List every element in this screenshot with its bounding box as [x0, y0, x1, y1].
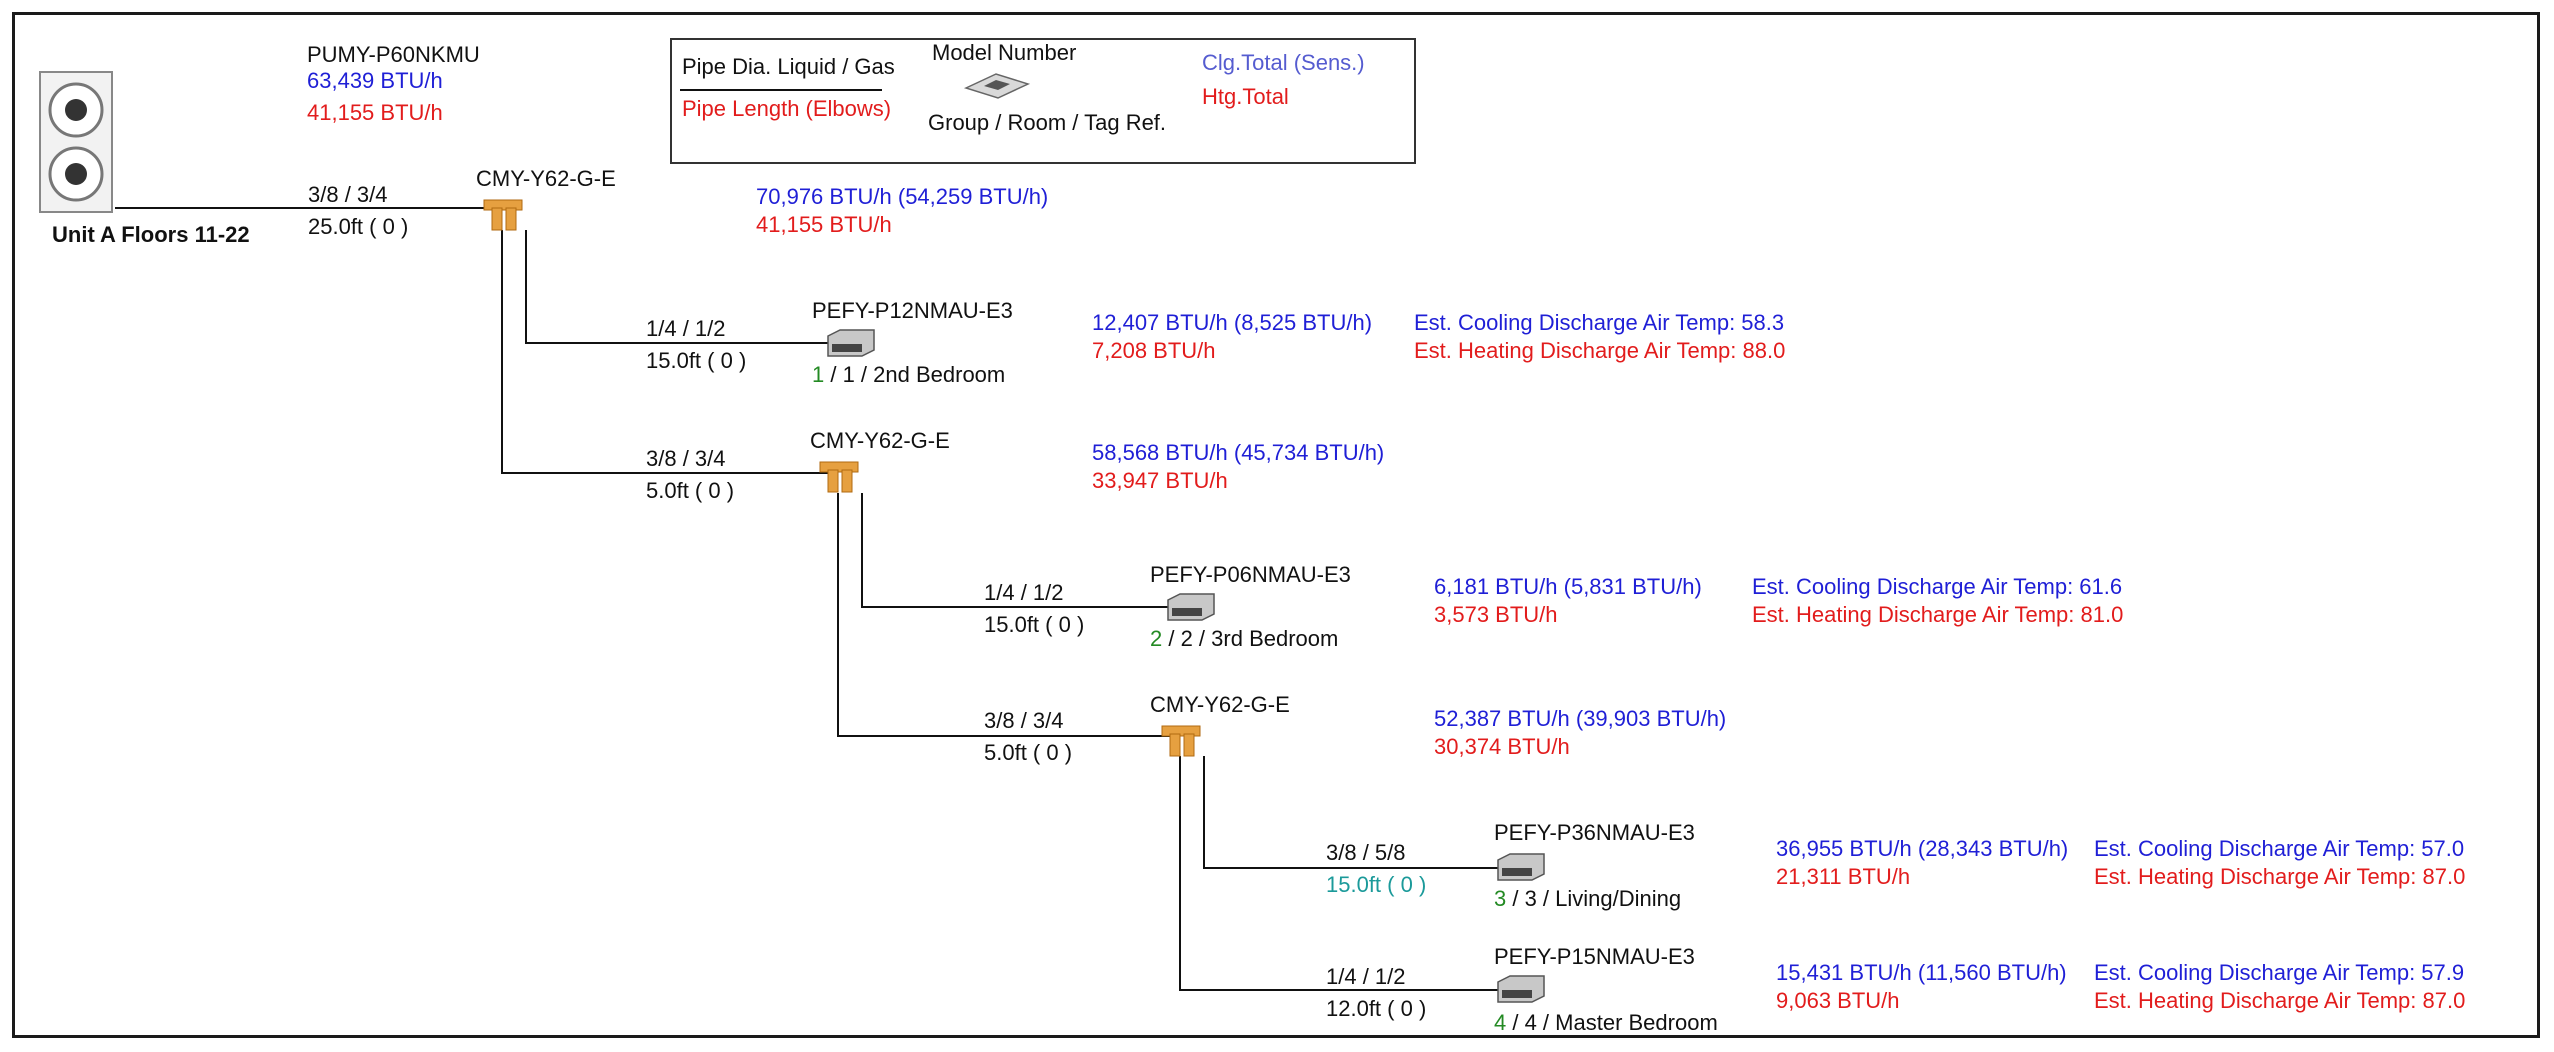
joint3-model: CMY-Y62-G-E — [1150, 692, 1290, 718]
indoor2-group: 2 — [1150, 626, 1162, 651]
indoor4-heat-temp: Est. Heating Discharge Air Temp: 87.0 — [2094, 988, 2465, 1014]
indoor4-model: PEFY-P15NMAU-E3 — [1494, 944, 1695, 970]
indoor1-pipe-length: 15.0ft ( 0 ) — [646, 348, 746, 374]
indoor2-heat-temp: Est. Heating Discharge Air Temp: 81.0 — [1752, 602, 2123, 628]
indoor3-model: PEFY-P36NMAU-E3 — [1494, 820, 1695, 846]
joint1-model: CMY-Y62-G-E — [476, 166, 616, 192]
indoor4-group: 4 — [1494, 1010, 1506, 1035]
branch-joint-icon — [1160, 724, 1204, 758]
outdoor-unit-name: Unit A Floors 11-22 — [52, 222, 250, 248]
indoor1-room: / 1 / 2nd Bedroom — [824, 362, 1005, 387]
indoor4-pipe-length: 12.0ft ( 0 ) — [1326, 996, 1426, 1022]
joint2-model: CMY-Y62-G-E — [810, 428, 950, 454]
joint2-pipe-dia: 3/8 / 3/4 — [646, 446, 726, 472]
indoor3-pipe-dia: 3/8 / 5/8 — [1326, 840, 1406, 866]
indoor2-cooling: 6,181 BTU/h (5,831 BTU/h) — [1434, 574, 1702, 600]
indoor3-group: 3 — [1494, 886, 1506, 911]
indoor2-pipe-length: 15.0ft ( 0 ) — [984, 612, 1084, 638]
outdoor-model: PUMY-P60NKMU — [307, 42, 480, 68]
indoor1-group-room: 1 / 1 / 2nd Bedroom — [812, 362, 1005, 388]
legend-htg-total: Htg.Total — [1202, 84, 1289, 110]
joint3-pipe-length: 5.0ft ( 0 ) — [984, 740, 1072, 766]
legend-box: Pipe Dia. Liquid / Gas Pipe Length (Elbo… — [670, 38, 1416, 164]
outdoor-cooling: 63,439 BTU/h — [307, 68, 443, 94]
indoor2-heating: 3,573 BTU/h — [1434, 602, 1558, 628]
outdoor-pipe-length: 25.0ft ( 0 ) — [308, 214, 408, 240]
indoor4-group-room: 4 / 4 / Master Bedroom — [1494, 1010, 1718, 1036]
joint1-cooling: 70,976 BTU/h (54,259 BTU/h) — [756, 184, 1048, 210]
indoor3-cooling: 36,955 BTU/h (28,343 BTU/h) — [1776, 836, 2068, 862]
ducted-unit-icon — [1166, 592, 1216, 622]
indoor2-group-room: 2 / 2 / 3rd Bedroom — [1150, 626, 1338, 652]
cassette-icon — [962, 70, 1032, 100]
branch-joint-icon — [482, 198, 526, 232]
joint3-heating: 30,374 BTU/h — [1434, 734, 1570, 760]
indoor1-group: 1 — [812, 362, 824, 387]
indoor3-room: / 3 / Living/Dining — [1506, 886, 1681, 911]
legend-divider — [680, 89, 882, 91]
joint3-pipe-dia: 3/8 / 3/4 — [984, 708, 1064, 734]
joint2-heating: 33,947 BTU/h — [1092, 468, 1228, 494]
indoor3-group-room: 3 / 3 / Living/Dining — [1494, 886, 1681, 912]
branch-joint-icon — [818, 460, 862, 494]
joint1-heating: 41,155 BTU/h — [756, 212, 892, 238]
ducted-unit-icon — [826, 328, 876, 358]
ducted-unit-icon — [1496, 852, 1546, 882]
indoor1-cooling: 12,407 BTU/h (8,525 BTU/h) — [1092, 310, 1372, 336]
outdoor-pipe-dia: 3/8 / 3/4 — [308, 182, 388, 208]
indoor3-cool-temp: Est. Cooling Discharge Air Temp: 57.0 — [2094, 836, 2464, 862]
legend-group-room: Group / Room / Tag Ref. — [928, 110, 1166, 136]
indoor4-cooling: 15,431 BTU/h (11,560 BTU/h) — [1776, 960, 2067, 986]
indoor3-heat-temp: Est. Heating Discharge Air Temp: 87.0 — [2094, 864, 2465, 890]
indoor2-model: PEFY-P06NMAU-E3 — [1150, 562, 1351, 588]
legend-model-number: Model Number — [932, 40, 1076, 66]
indoor1-model: PEFY-P12NMAU-E3 — [812, 298, 1013, 324]
indoor2-pipe-dia: 1/4 / 1/2 — [984, 580, 1064, 606]
indoor2-cool-temp: Est. Cooling Discharge Air Temp: 61.6 — [1752, 574, 2122, 600]
joint2-cooling: 58,568 BTU/h (45,734 BTU/h) — [1092, 440, 1384, 466]
legend-clg-total: Clg.Total (Sens.) — [1202, 50, 1365, 76]
indoor3-heating: 21,311 BTU/h — [1776, 864, 1910, 890]
indoor2-room: / 2 / 3rd Bedroom — [1162, 626, 1338, 651]
indoor4-room: / 4 / Master Bedroom — [1506, 1010, 1718, 1035]
indoor3-pipe-length: 15.0ft ( 0 ) — [1326, 872, 1426, 898]
indoor1-cool-temp: Est. Cooling Discharge Air Temp: 58.3 — [1414, 310, 1784, 336]
joint2-pipe-length: 5.0ft ( 0 ) — [646, 478, 734, 504]
indoor1-heat-temp: Est. Heating Discharge Air Temp: 88.0 — [1414, 338, 1785, 364]
indoor4-cool-temp: Est. Cooling Discharge Air Temp: 57.9 — [2094, 960, 2464, 986]
indoor4-pipe-dia: 1/4 / 1/2 — [1326, 964, 1406, 990]
indoor1-heating: 7,208 BTU/h — [1092, 338, 1216, 364]
joint3-cooling: 52,387 BTU/h (39,903 BTU/h) — [1434, 706, 1726, 732]
legend-pipe-dia: Pipe Dia. Liquid / Gas — [682, 54, 895, 80]
indoor4-heating: 9,063 BTU/h — [1776, 988, 1900, 1014]
ducted-unit-icon — [1496, 974, 1546, 1004]
outdoor-heating: 41,155 BTU/h — [307, 100, 443, 126]
legend-pipe-length: Pipe Length (Elbows) — [682, 96, 891, 122]
indoor1-pipe-dia: 1/4 / 1/2 — [646, 316, 726, 342]
outdoor-unit-icon — [38, 70, 114, 214]
